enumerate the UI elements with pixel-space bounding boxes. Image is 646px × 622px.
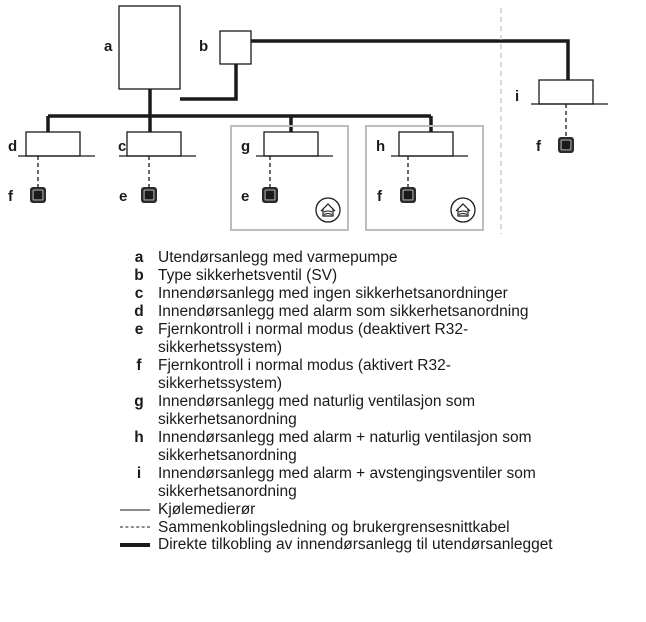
remote-controller-icon-e2 — [262, 187, 278, 203]
system-diagram: a b d c g h i f e e f f — [8, 5, 608, 234]
indoor-unit-c — [126, 131, 182, 157]
indoor-unit-h — [398, 131, 454, 157]
label-f2: f — [377, 188, 383, 205]
frame-g — [230, 125, 349, 231]
frame-h — [365, 125, 484, 231]
legend-line-interconnection: Sammenkoblingsledning og brukergrensesni… — [120, 519, 646, 537]
label-g: g — [241, 138, 250, 155]
legend-line-direct: Direkte tilkobling av innendørsanlegg ti… — [120, 536, 646, 554]
label-f1: f — [8, 188, 14, 205]
indoor-unit-d — [25, 131, 81, 157]
label-c: c — [118, 138, 126, 155]
label-h: h — [376, 138, 385, 155]
label-e1: e — [119, 188, 127, 205]
indoor-unit-i — [538, 79, 594, 105]
label-f3: f — [536, 138, 542, 155]
label-d: d — [8, 138, 17, 155]
remote-controller-icon-e1 — [141, 187, 157, 203]
label-b: b — [199, 38, 208, 55]
direct-connection-lines — [46, 39, 570, 132]
remote-controller-icon-f1 — [30, 187, 46, 203]
interconnection-lines — [37, 104, 567, 187]
label-e2: e — [241, 188, 249, 205]
legend-line-refrigerant: Kjølemedierør — [120, 501, 646, 519]
natural-ventilation-icon-g — [315, 197, 341, 223]
dashed-line-swatch — [120, 526, 150, 528]
label-a: a — [104, 38, 113, 55]
thin-line-swatch — [120, 509, 150, 511]
outdoor-unit-a — [118, 5, 181, 90]
natural-ventilation-icon-h — [450, 197, 476, 223]
thick-line-swatch — [120, 542, 150, 547]
remote-controller-icon-f3 — [558, 137, 574, 153]
remote-controller-icon-f2 — [400, 187, 416, 203]
indoor-unit-g — [263, 131, 319, 157]
label-i: i — [515, 88, 519, 105]
safety-valve-box-b — [219, 30, 252, 65]
